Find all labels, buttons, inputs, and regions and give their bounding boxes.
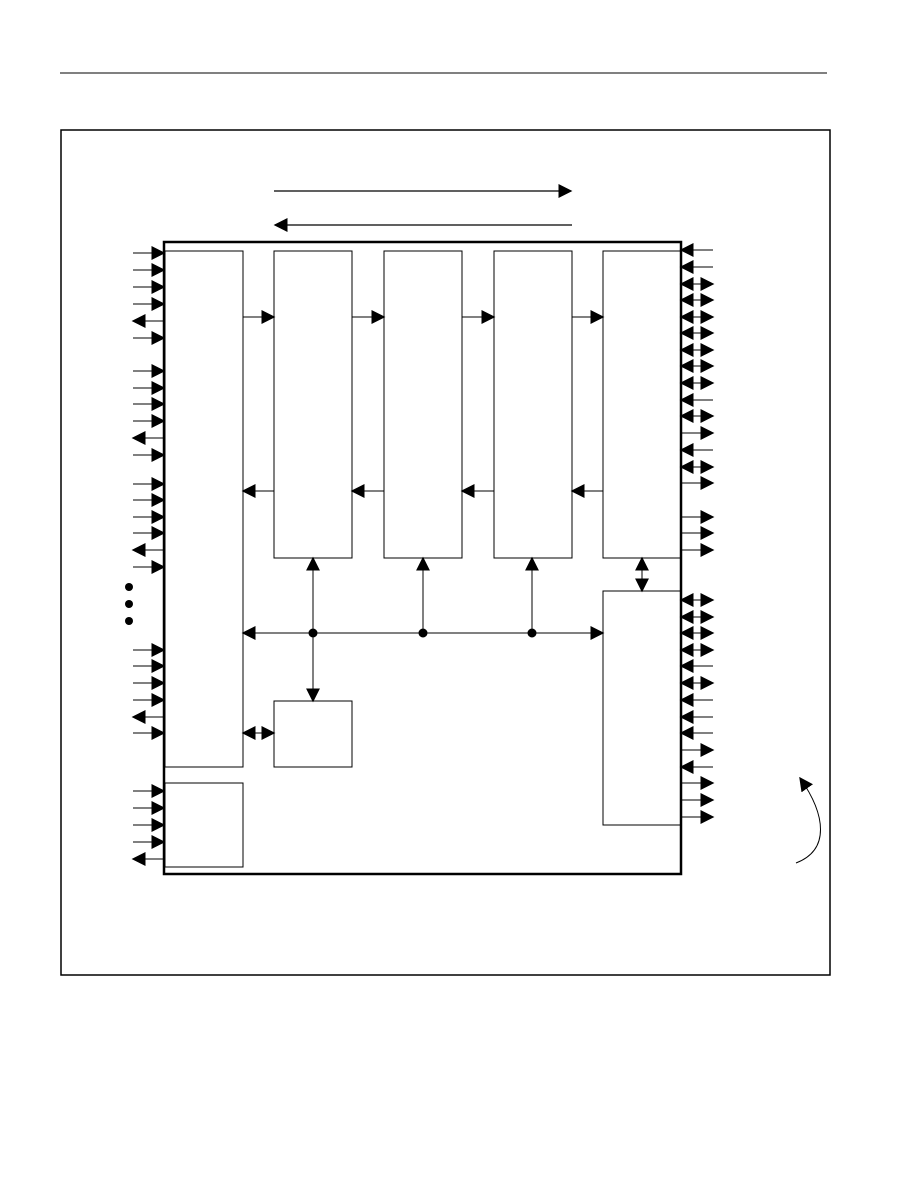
bus-junction <box>527 628 537 638</box>
bottom-left-block <box>164 782 244 868</box>
right-block <box>602 590 682 826</box>
right-pin-arrows <box>679 243 715 824</box>
stage-3-block <box>493 250 573 559</box>
bus-junction <box>418 628 428 638</box>
figure-frame <box>60 129 831 976</box>
left-block <box>164 250 244 768</box>
continuation-dots <box>125 583 133 625</box>
stage-2-block <box>383 250 463 559</box>
stage-4-block <box>602 250 682 559</box>
stage-1-block <box>273 250 353 559</box>
bus-junction <box>308 628 318 638</box>
left-pin-arrows <box>131 246 166 866</box>
curved-pointer-arrow <box>795 776 821 864</box>
center-block <box>273 700 353 768</box>
internal-bus <box>241 556 649 740</box>
